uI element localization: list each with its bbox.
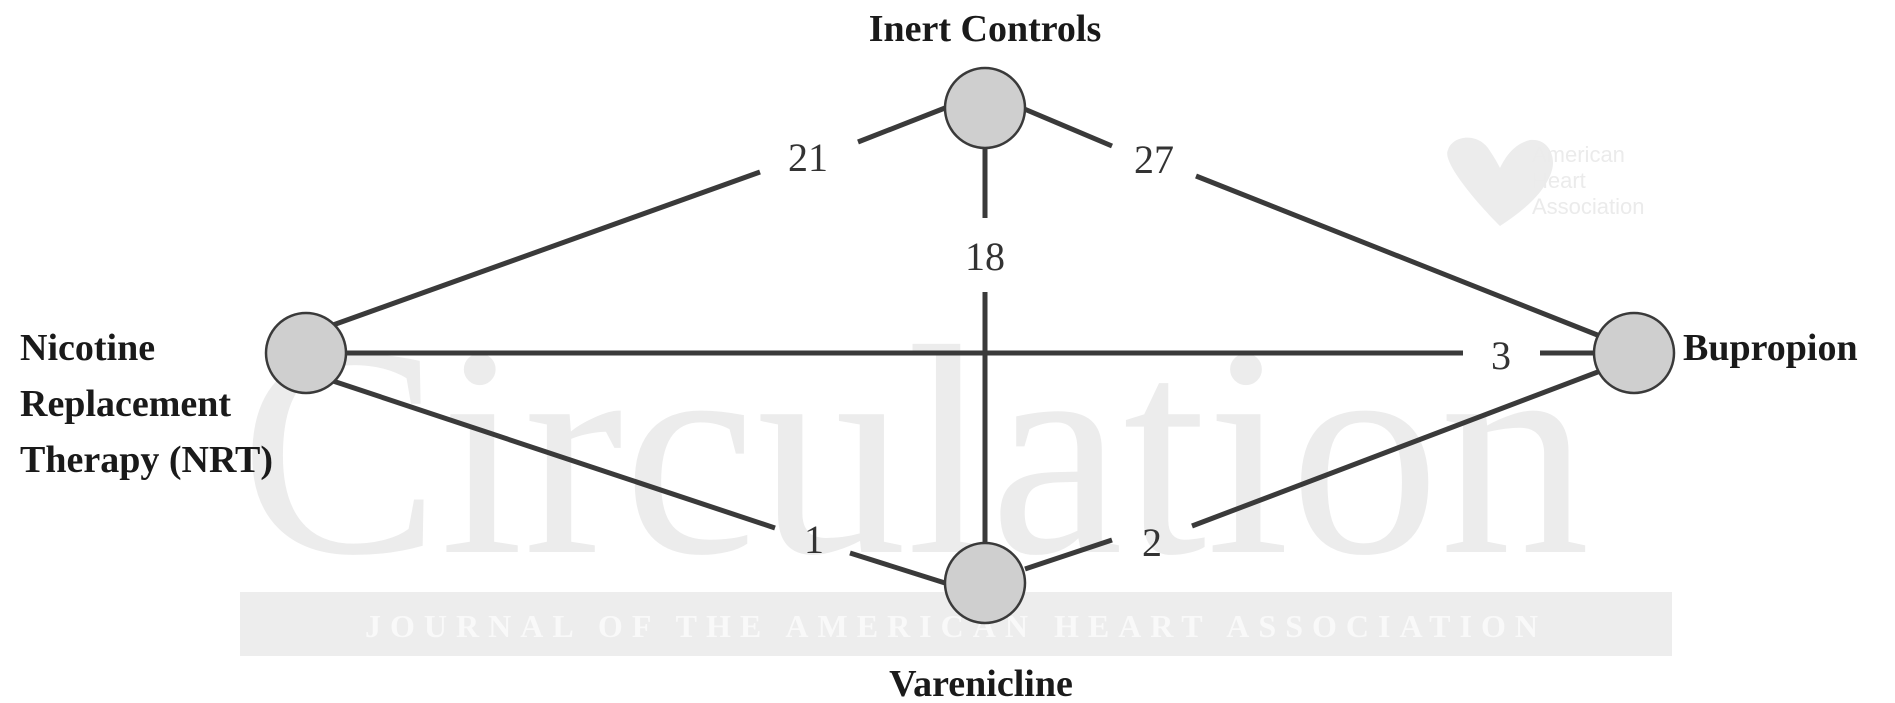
node-labels: Inert Controls Nicotine Replacement Ther… xyxy=(20,8,1858,703)
watermark-tagline: JOURNAL OF THE AMERICAN HEART ASSOCIATIO… xyxy=(365,608,1547,644)
node-varenicline xyxy=(943,541,1027,625)
edges xyxy=(332,105,1606,586)
logo-line-2: Heart xyxy=(1532,168,1586,193)
edge-label-inert-varenicline: 18 xyxy=(965,234,1005,279)
label-nrt-line-2: Replacement xyxy=(20,383,231,425)
journal-watermark: Circulation JOURNAL OF THE AMERICAN HEAR… xyxy=(240,137,1672,656)
edge-labels: 21 27 18 3 1 2 xyxy=(788,135,1511,565)
edge-label-inert-bupropion: 27 xyxy=(1134,137,1174,182)
aha-logo-icon: American Heart Association xyxy=(1447,137,1645,226)
nodes xyxy=(264,66,1676,625)
edge-label-varenicline-bupropion: 2 xyxy=(1142,520,1162,565)
edge-varenicline-bupropion xyxy=(1024,367,1604,572)
edge-nrt-varenicline xyxy=(332,378,946,586)
label-inert-controls: Inert Controls xyxy=(869,8,1102,50)
edge-nrt-inert xyxy=(332,105,946,328)
edge-label-nrt-varenicline: 1 xyxy=(804,517,824,562)
label-bupropion: Bupropion xyxy=(1683,327,1858,369)
logo-line-1: American xyxy=(1532,142,1625,167)
edge-label-nrt-inert: 21 xyxy=(788,135,828,180)
heart-torch-icon xyxy=(1447,137,1554,226)
label-nrt-line-1: Nicotine xyxy=(20,327,155,369)
logo-line-3: Association xyxy=(1532,194,1645,219)
label-varenicline: Varenicline xyxy=(889,663,1073,703)
edge-label-nrt-bupropion: 3 xyxy=(1491,333,1511,378)
label-nrt-line-3: Therapy (NRT) xyxy=(20,439,273,481)
node-nrt xyxy=(264,311,348,395)
node-bupropion xyxy=(1592,311,1676,395)
node-inert-controls xyxy=(943,66,1027,150)
edge-inert-bupropion xyxy=(1021,105,1606,341)
watermark-journal-name: Circulation xyxy=(240,285,1590,617)
